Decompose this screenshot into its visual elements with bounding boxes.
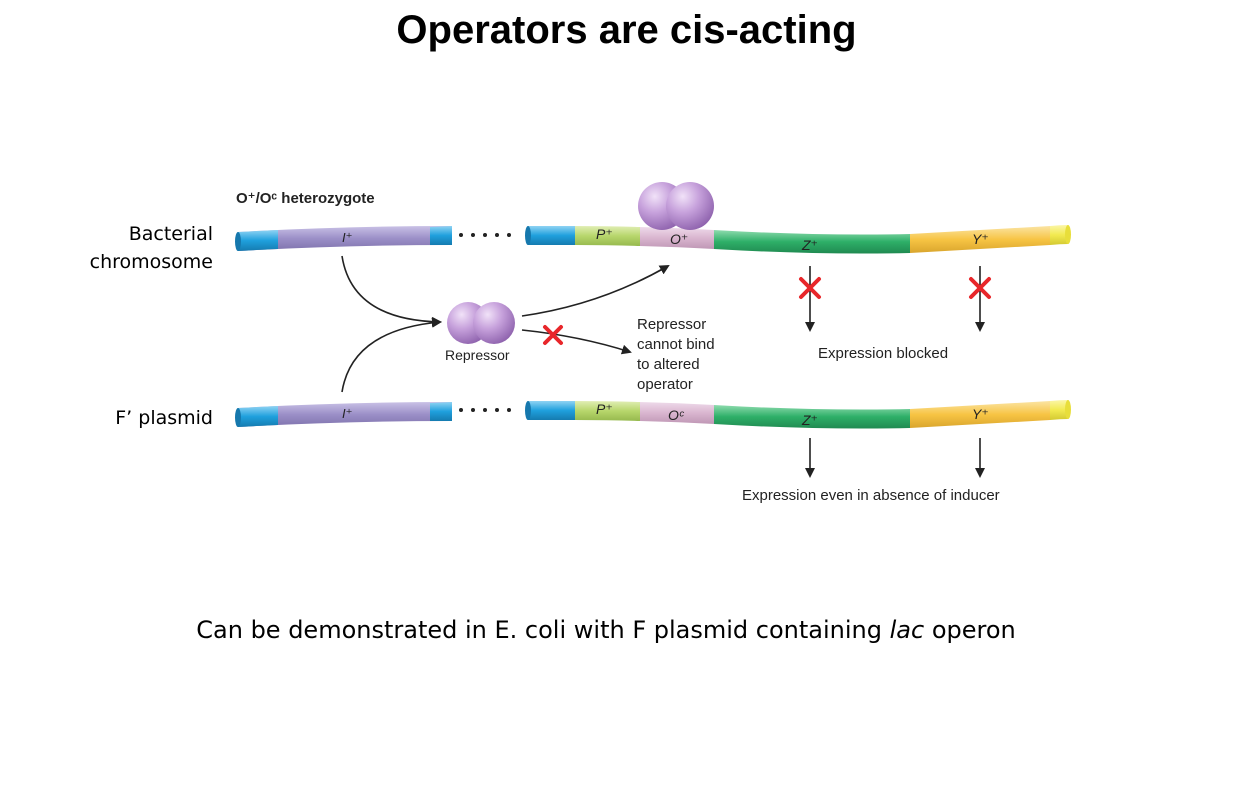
plasmid-o-label: Oᶜ	[668, 407, 685, 423]
heterozygote-label: O⁺/Oᶜ heterozygote	[236, 190, 375, 207]
chromosome-i-label: I⁺	[342, 230, 352, 245]
caption-italic: lac	[889, 616, 925, 644]
plasmid-i-label: I⁺	[342, 406, 352, 421]
plasmid-y-label: Y⁺	[972, 406, 989, 422]
chromosome-p-label: P⁺	[596, 226, 613, 242]
chromosome-row-label: Bacterial chromosome	[13, 220, 213, 276]
plasmid-z-label: Z⁺	[801, 412, 818, 428]
slide-title: Operators are cis-acting	[396, 8, 857, 52]
chromosome-dots	[459, 233, 511, 237]
expression-constitutive-label: Expression even in absence of inducer	[742, 487, 1000, 504]
cannot-bind-x-icon	[543, 325, 563, 345]
repressor-cannot-bind-arrow	[521, 329, 632, 355]
chromosome-y-label: Y⁺	[972, 231, 989, 247]
plasmid-i-to-repressor-arrow	[341, 317, 442, 393]
plasmid-row-label: F’ plasmid	[115, 407, 213, 429]
plasmid-dots	[459, 408, 511, 412]
chromosome-label-line1: Bacterial	[128, 223, 213, 245]
caption-suffix: operon	[924, 616, 1016, 644]
chromosome-z-label: Z⁺	[801, 237, 818, 253]
chromosome-label-line2: chromosome	[89, 251, 213, 273]
plasmid-p-label: P⁺	[596, 401, 613, 417]
expression-blocked-label: Expression blocked	[818, 345, 948, 362]
cannot-bind-line1: Repressor	[637, 316, 706, 333]
y-blocked-x-icon	[969, 277, 991, 299]
chromosome-i-to-repressor-arrow	[341, 255, 442, 327]
cannot-bind-label: Repressor cannot bind to altered operato…	[637, 316, 719, 393]
free-repressor	[447, 302, 515, 344]
repressor-to-operator-arrow	[521, 265, 670, 317]
chromosome-operon-segment	[525, 225, 1071, 254]
chromosome-i-gene-segment	[235, 226, 452, 251]
cannot-bind-line3: to altered	[637, 356, 700, 373]
plasmid-i-gene-segment	[235, 402, 452, 427]
caption-prefix: Can be demonstrated in E. coli with F pl…	[196, 616, 890, 644]
slide-caption: Can be demonstrated in E. coli with F pl…	[0, 616, 1212, 644]
repressor-label: Repressor	[445, 347, 510, 363]
cannot-bind-line4: operator	[637, 376, 693, 393]
plasmid-operon-segment	[525, 400, 1071, 429]
bound-repressor	[638, 182, 714, 230]
cannot-bind-line2: cannot bind	[637, 336, 715, 353]
z-blocked-x-icon	[799, 277, 821, 299]
chromosome-o-label: O⁺	[670, 231, 688, 247]
